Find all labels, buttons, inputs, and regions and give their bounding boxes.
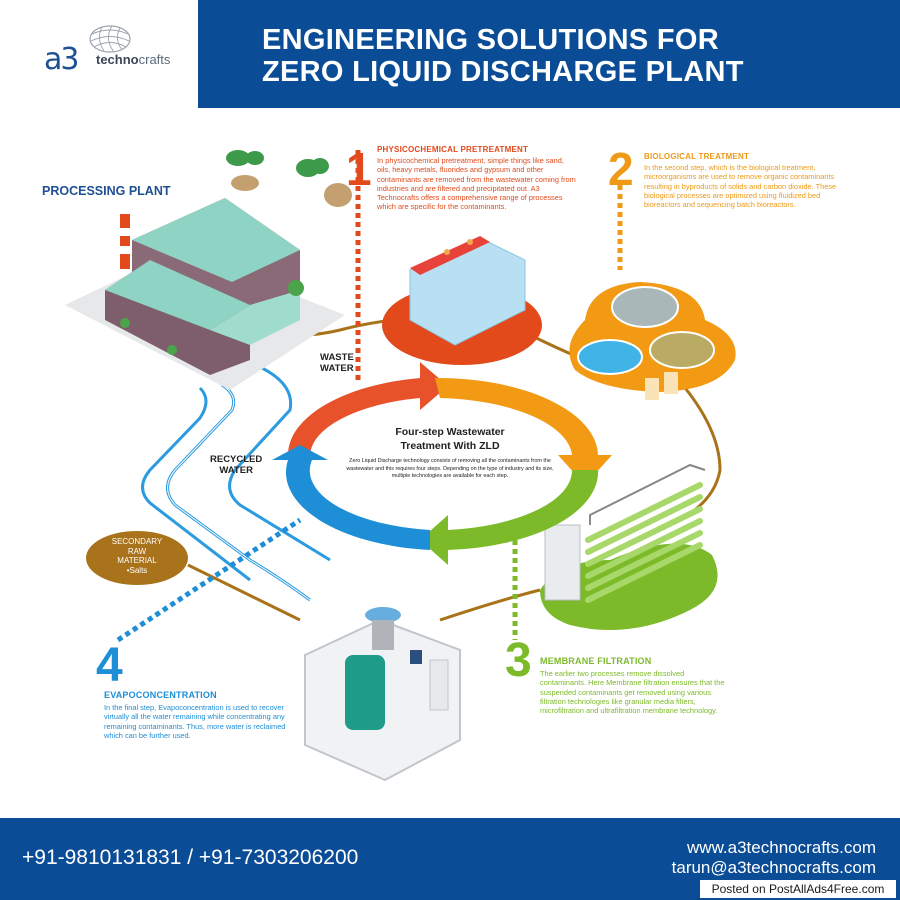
cycle-title-line2: Treatment With ZLD — [400, 440, 500, 452]
recycled-water-label: RECYCLED WATER — [210, 454, 262, 476]
zld-process-diagram — [65, 150, 736, 782]
trees-decoration — [226, 150, 352, 207]
cycle-arrow-step1 — [287, 362, 448, 455]
globe-icon — [89, 25, 131, 53]
header-banner — [198, 0, 900, 108]
processing-plant-label: PROCESSING PLANT — [42, 184, 171, 198]
evaporator-unit-illustration — [304, 607, 461, 782]
recycled-water-line1: RECYCLED — [210, 454, 263, 465]
recycled-water-line2: WATER — [219, 465, 253, 476]
pretreatment-tank-illustration — [382, 236, 542, 365]
treatment-cycle — [272, 362, 612, 565]
waste-water-line1: WASTE — [320, 352, 354, 363]
step-3-title: MEMBRANE FILTRATION — [540, 656, 652, 666]
pipe-highlights — [167, 384, 311, 601]
contact-web: www.a3technocrafts.com tarun@a3technocra… — [610, 838, 876, 878]
title-line-2: ZERO LIQUID DISCHARGE PLANT — [262, 56, 744, 88]
step-4-title: EVAPOCONCENTRATION — [104, 690, 217, 700]
cycle-description: Zero Liquid Discharge technology consist… — [346, 458, 554, 480]
step-2-title: BIOLOGICAL TREATMENT — [644, 152, 750, 161]
logo-techno: techno — [96, 52, 139, 67]
processing-plant-illustration — [65, 198, 345, 390]
step-3-number: 3 — [505, 634, 532, 687]
website-link[interactable]: www.a3technocrafts.com — [687, 838, 876, 857]
logo-wordmark: technocrafts — [96, 52, 170, 67]
cycle-arrow-step4 — [272, 445, 430, 550]
secondary-line3: MATERIAL — [117, 556, 157, 565]
secondary-line2: RAW — [127, 546, 147, 556]
waste-water-line2: WATER — [320, 363, 354, 374]
company-logo: a3 technocrafts — [44, 24, 194, 84]
membrane-filtration-illustration — [540, 463, 718, 630]
dotted-connectors — [116, 150, 623, 643]
cycle-arrow-step2 — [435, 377, 612, 485]
cycle-title: Four-step Wastewater Treatment With ZLD — [340, 425, 560, 453]
step-3-description: The earlier two processes remove dissolv… — [540, 669, 725, 716]
page-title: ENGINEERING SOLUTIONS FOR ZERO LIQUID DI… — [262, 24, 882, 88]
step-2-number: 2 — [608, 143, 634, 195]
cycle-title-line1: Four-step Wastewater — [395, 426, 505, 438]
waste-water-label: WASTE WATER — [320, 352, 354, 374]
secondary-line1: SECONDARY — [111, 537, 163, 546]
step-4-description: In the final step, Evapoconcentration is… — [104, 703, 286, 740]
contact-phone[interactable]: +91-9810131831 / +91-7303206200 — [22, 846, 359, 869]
cycle-arrow-step3 — [420, 470, 599, 565]
step-4-number: 4 — [96, 639, 123, 692]
step-2-description: In the second step, which is the biologi… — [644, 163, 837, 210]
step-1-description: In physicochemical pretreatment, simple … — [377, 156, 576, 212]
watermark: Posted on PostAllAds4Free.com — [700, 880, 896, 898]
logo-crafts: crafts — [138, 52, 171, 67]
title-line-1: ENGINEERING SOLUTIONS FOR — [262, 24, 720, 56]
secondary-line4: •Salts — [126, 565, 148, 575]
secondary-raw-material-badge: SECONDARY RAW MATERIAL •Salts — [86, 531, 188, 585]
step-1-title: PHYSICOCHEMICAL PRETREATMENT — [377, 145, 529, 154]
email-link[interactable]: tarun@a3technocrafts.com — [671, 858, 876, 877]
biological-basins-illustration — [569, 282, 736, 400]
step-1-number: 1 — [346, 143, 372, 195]
logo-a3: a3 — [44, 42, 80, 77]
